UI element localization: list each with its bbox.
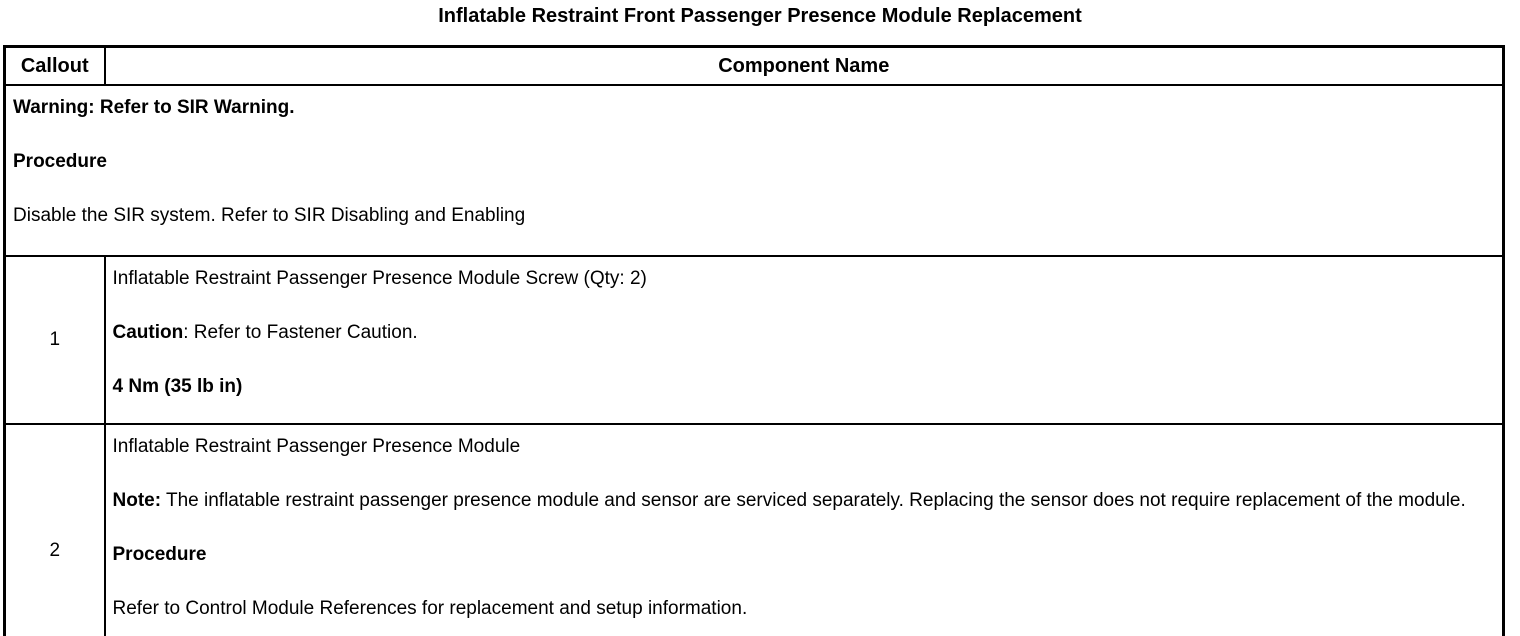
sir-warning-text: Warning: Refer to SIR Warning. [13, 97, 295, 118]
disable-sir-instruction: Disable the SIR system. Refer to SIR Dis… [13, 205, 526, 226]
callout-number: 1 [3, 255, 106, 425]
caution-label: Caution [112, 322, 184, 343]
note-label: Note: [112, 490, 162, 511]
table-row: 1 Inflatable Restraint Passenger Presenc… [3, 255, 1505, 425]
callout-table: Callout Component Name Warning: Refer to… [3, 45, 1505, 636]
caution-body-text: : Refer to Fastener Caution. [183, 322, 418, 343]
page-title: Inflatable Restraint Front Passenger Pre… [438, 5, 1082, 27]
fastener-caution-text: Caution: Refer to Fastener Caution. [113, 320, 1495, 346]
callout-column-header: Callout [3, 45, 106, 86]
component-cell: Inflatable Restraint Passenger Presence … [103, 423, 1505, 636]
component-cell: Inflatable Restraint Passenger Presence … [103, 255, 1505, 425]
component-name-column-header: Component Name [103, 45, 1505, 86]
callout-number: 2 [3, 423, 106, 636]
service-note-text: Note: The inflatable restraint passenger… [113, 488, 1495, 514]
procedure-heading: Procedure [112, 544, 207, 565]
component-name-text: Inflatable Restraint Passenger Presence … [112, 268, 647, 289]
procedure-heading: Procedure [13, 151, 107, 172]
table-header-row: Callout Component Name [3, 45, 1505, 86]
torque-spec-text: 4 Nm (35 lb in) [112, 376, 243, 397]
control-module-references-instruction: Refer to Control Module References for r… [112, 598, 748, 619]
note-body-text: The inflatable restraint passenger prese… [161, 490, 1466, 511]
table-row: 2 Inflatable Restraint Passenger Presenc… [3, 423, 1505, 636]
component-name-text: Inflatable Restraint Passenger Presence … [112, 436, 521, 457]
intro-cell: Warning: Refer to SIR Warning. Procedure… [3, 84, 1505, 257]
table-intro-row: Warning: Refer to SIR Warning. Procedure… [3, 84, 1505, 257]
